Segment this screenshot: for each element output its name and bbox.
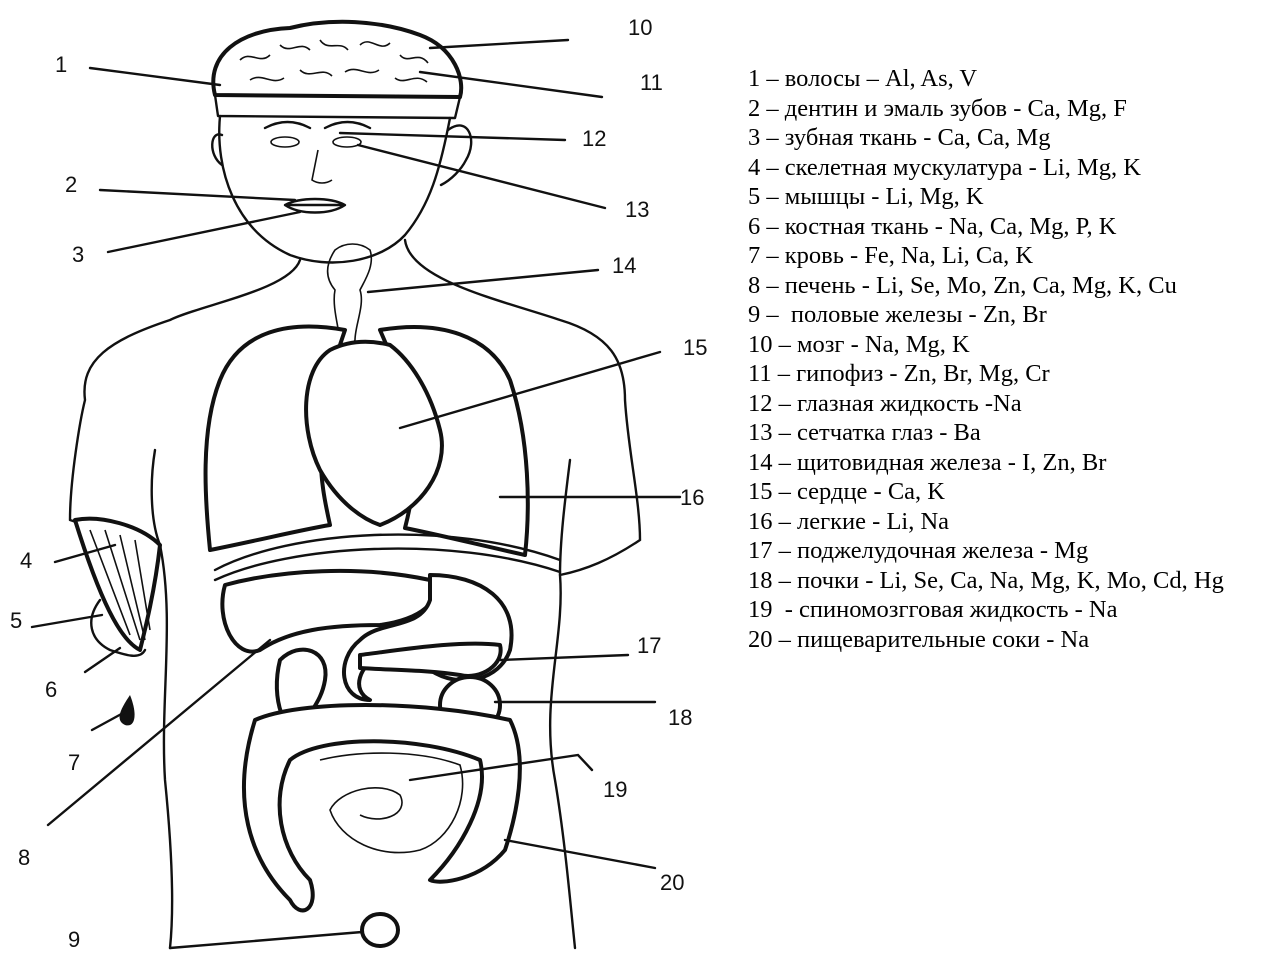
callout-3: 3 bbox=[72, 242, 84, 267]
legend-item: 3 – зубная ткань - Ca, Ca, Mg bbox=[748, 123, 1268, 153]
callout-11: 11 bbox=[640, 70, 663, 95]
legend-item: 20 – пищеварительные соки - Na bbox=[748, 625, 1268, 655]
callout-5: 5 bbox=[10, 608, 22, 633]
gonad bbox=[362, 914, 398, 946]
legend-item: 7 – кровь - Fe, Na, Li, Ca, K bbox=[748, 241, 1268, 271]
legend-item: 10 – мозг - Na, Mg, K bbox=[748, 330, 1268, 360]
nose bbox=[312, 150, 332, 183]
legend-item: 18 – почки - Li, Se, Ca, Na, Mg, K, Mo, … bbox=[748, 566, 1268, 596]
callout-2: 2 bbox=[65, 172, 77, 197]
arm-left-inner bbox=[152, 450, 160, 545]
callout-7: 7 bbox=[68, 750, 80, 775]
legend-item: 5 – мышцы - Li, Mg, K bbox=[748, 182, 1268, 212]
callout-13: 13 bbox=[625, 197, 649, 222]
brows bbox=[265, 122, 370, 128]
callout-6: 6 bbox=[45, 677, 57, 702]
callout-9: 9 bbox=[68, 927, 80, 952]
legend-item: 9 – половые железы - Zn, Br bbox=[748, 300, 1268, 330]
legend-item: 8 – печень - Li, Se, Mo, Zn, Ca, Mg, K, … bbox=[748, 271, 1268, 301]
callout-19: 19 bbox=[603, 777, 627, 802]
callout-17: 17 bbox=[637, 633, 661, 658]
callout-15: 15 bbox=[683, 335, 707, 360]
legend-item: 4 – скелетная мускулатура - Li, Mg, K bbox=[748, 153, 1268, 183]
callout-20: 20 bbox=[660, 870, 684, 895]
legend-item: 15 – сердце - Ca, K bbox=[748, 477, 1268, 507]
callout-1: 1 bbox=[55, 52, 67, 77]
callout-14: 14 bbox=[612, 253, 636, 278]
eye-left bbox=[271, 137, 299, 147]
legend-item: 19 - спиномозгговая жидкость - Na bbox=[748, 595, 1268, 625]
callout-10: 10 bbox=[628, 15, 652, 40]
legend-item: 16 – легкие - Li, Na bbox=[748, 507, 1268, 537]
legend-item: 12 – глазная жидкость -Na bbox=[748, 389, 1268, 419]
large-intestine bbox=[244, 705, 520, 910]
legend-item: 2 – дентин и эмаль зубов - Ca, Mg, F bbox=[748, 94, 1268, 124]
legend-item: 14 – щитовидная железа - I, Zn, Br bbox=[748, 448, 1268, 478]
legend-item: 1 – волосы – Al, As, V bbox=[748, 64, 1268, 94]
blood-drop bbox=[120, 695, 135, 725]
legend-list: 1 – волосы – Al, As, V 2 – дентин и эмал… bbox=[748, 64, 1268, 654]
intestine-loops bbox=[320, 753, 463, 853]
callout-4: 4 bbox=[20, 548, 32, 573]
anatomy-drawing: 1 2 3 4 5 6 7 8 9 10 11 12 13 14 15 16 1… bbox=[0, 0, 720, 953]
anatomy-figure: 1 2 3 4 5 6 7 8 9 10 11 12 13 14 15 16 1… bbox=[0, 0, 720, 953]
legend-item: 11 – гипофиз - Zn, Br, Mg, Cr bbox=[748, 359, 1268, 389]
head-outline bbox=[219, 116, 450, 262]
legend-item: 6 – костная ткань - Na, Ca, Mg, P, K bbox=[748, 212, 1268, 242]
callout-8: 8 bbox=[18, 845, 30, 870]
legend-item: 13 – сетчатка глаз - Ba bbox=[748, 418, 1268, 448]
arm-right-inner bbox=[560, 460, 570, 575]
callout-18: 18 bbox=[668, 705, 692, 730]
eye-right bbox=[333, 137, 361, 147]
callout-12: 12 bbox=[582, 126, 606, 151]
legend-item: 17 – поджелудочная железа - Mg bbox=[748, 536, 1268, 566]
callout-16: 16 bbox=[680, 485, 704, 510]
skeletal-muscle bbox=[75, 519, 160, 650]
